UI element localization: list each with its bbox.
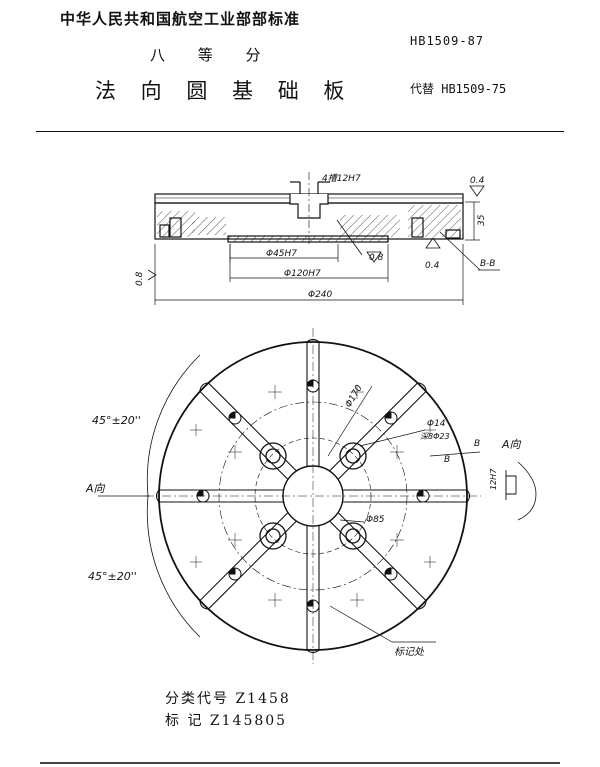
- footer-divider: [40, 762, 560, 764]
- part-title: 法 向 圆 基 础 板: [95, 79, 354, 103]
- view-a-label: A向: [501, 438, 522, 451]
- marking-code: 标 记 Z145805: [165, 713, 288, 729]
- section-mark-b-2: B: [474, 439, 480, 449]
- header-divider: [36, 131, 564, 132]
- view-a-slot-label: 12H7: [489, 468, 498, 490]
- replaces-standard: 代替 HB1509-75: [410, 82, 507, 96]
- standard-number: HB1509-87: [410, 34, 485, 48]
- standard-organization: 中华人民共和国航空工业部部标准: [60, 10, 301, 28]
- part-classification: 八 等 分: [150, 46, 275, 64]
- side-section-view: [147, 172, 500, 305]
- slot-label: 4槽12H7: [322, 173, 361, 184]
- pitch-circle-label: Φ170: [344, 383, 365, 409]
- bore-roughness-label: 0.8: [369, 253, 384, 263]
- small-bore-dimension: Φ45H7: [266, 249, 297, 259]
- hole-diameter-label: Φ14: [427, 419, 446, 429]
- plan-view: [98, 328, 537, 664]
- bottom-roughness-label: 0.8: [135, 271, 145, 286]
- angle-lower-label: 45°±20'': [88, 570, 137, 583]
- angle-upper-label: 45°±20'': [92, 414, 141, 427]
- top-flatness-label: 0.4: [470, 176, 485, 186]
- view-a-arrow-label: A向: [85, 482, 106, 495]
- outer-diameter-dimension: Φ240: [308, 290, 333, 300]
- mid-bore-dimension: Φ120H7: [284, 269, 321, 279]
- height-dimension: 35: [477, 214, 487, 226]
- center-ring-label: Φ85: [366, 515, 385, 525]
- classification-code: 分类代号 Z1458: [165, 691, 291, 707]
- marking-location-note: 标记处: [394, 646, 425, 658]
- counterbore-label: 深8Φ23: [420, 432, 450, 441]
- bottom-flatness-label: 0.4: [425, 261, 440, 271]
- section-bb-label: B-B: [480, 259, 495, 269]
- section-mark-b-1: B: [444, 455, 450, 465]
